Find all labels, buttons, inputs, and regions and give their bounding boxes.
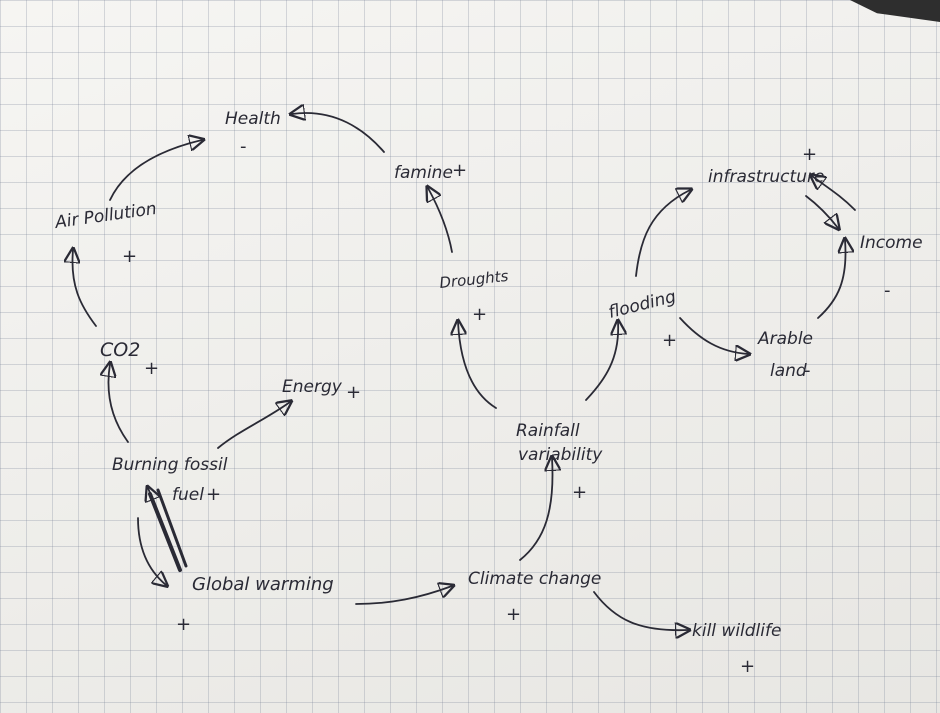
arrow-globalwarming-to-climatechange xyxy=(355,586,452,605)
scribble-burning-globalwarming-2 xyxy=(156,488,188,568)
node-arable-land-line1: Arable xyxy=(757,329,813,349)
sign-health: - xyxy=(240,136,247,157)
node-infrastructure: infrastructure xyxy=(708,167,824,187)
node-rainfall-variability-line2: variability xyxy=(518,445,603,465)
node-health: Health xyxy=(225,109,281,129)
scribble-burning-globalwarming xyxy=(148,492,182,572)
sign-energy: + xyxy=(346,382,361,403)
arrow-infrastructure-to-income xyxy=(805,195,838,228)
arrow-airpollution-to-health xyxy=(109,140,202,201)
node-energy: Energy xyxy=(282,377,343,397)
node-climate-change: Climate change xyxy=(468,569,601,589)
node-droughts: Droughts xyxy=(439,267,510,292)
arrow-co2-to-airpollution xyxy=(72,250,97,327)
node-famine: famine xyxy=(394,163,453,183)
arrow-burning-to-energy xyxy=(217,402,290,449)
sign-income: - xyxy=(884,280,891,301)
sign-flooding: + xyxy=(662,330,677,351)
arrow-rainfall-to-flooding xyxy=(585,322,618,401)
sign-burning-fossil-fuel: + xyxy=(206,484,221,505)
arrow-climatechange-to-killwildlife xyxy=(593,591,688,630)
node-flooding: flooding xyxy=(606,287,678,323)
node-kill-wildlife: kill wildlife xyxy=(692,621,781,641)
sign-droughts: + xyxy=(472,304,487,325)
node-global-warming: Global warming xyxy=(192,574,334,595)
arrow-burning-to-co2 xyxy=(108,364,129,443)
sign-arable-land: - xyxy=(804,360,811,381)
arrow-rainfall-to-droughts xyxy=(458,322,497,409)
node-arable-land-line2: land xyxy=(770,361,807,381)
sign-climate-change: + xyxy=(506,604,521,625)
arrow-droughts-to-famine xyxy=(428,188,453,253)
node-burning-fossil-fuel-line1: Burning fossil xyxy=(112,455,228,475)
arrow-arableland-to-income xyxy=(817,240,846,319)
arrow-climatechange-to-rainfall xyxy=(519,458,553,561)
sign-air-pollution: + xyxy=(122,246,137,267)
sign-co2: + xyxy=(144,358,159,379)
node-rainfall-variability-line1: Rainfall xyxy=(516,421,580,441)
arrow-burning-to-globalwarming xyxy=(137,517,166,585)
node-income: Income xyxy=(860,233,923,253)
arrow-flooding-to-arableland xyxy=(679,317,748,354)
arrow-income-to-infrastructure xyxy=(812,176,856,211)
arrow-famine-to-health xyxy=(292,113,385,153)
sign-infrastructure: + xyxy=(802,144,817,165)
node-co2: CO2 xyxy=(100,339,140,361)
sign-famine: + xyxy=(452,160,467,181)
node-air-pollution: Air Pollution xyxy=(53,199,158,233)
arrow-flooding-to-infrastructure xyxy=(635,190,690,277)
sign-global-warming: + xyxy=(176,614,191,635)
sign-kill-wildlife: + xyxy=(740,656,755,677)
sign-rainfall-variability: + xyxy=(572,482,587,503)
node-burning-fossil-fuel-line2: fuel xyxy=(172,485,204,505)
